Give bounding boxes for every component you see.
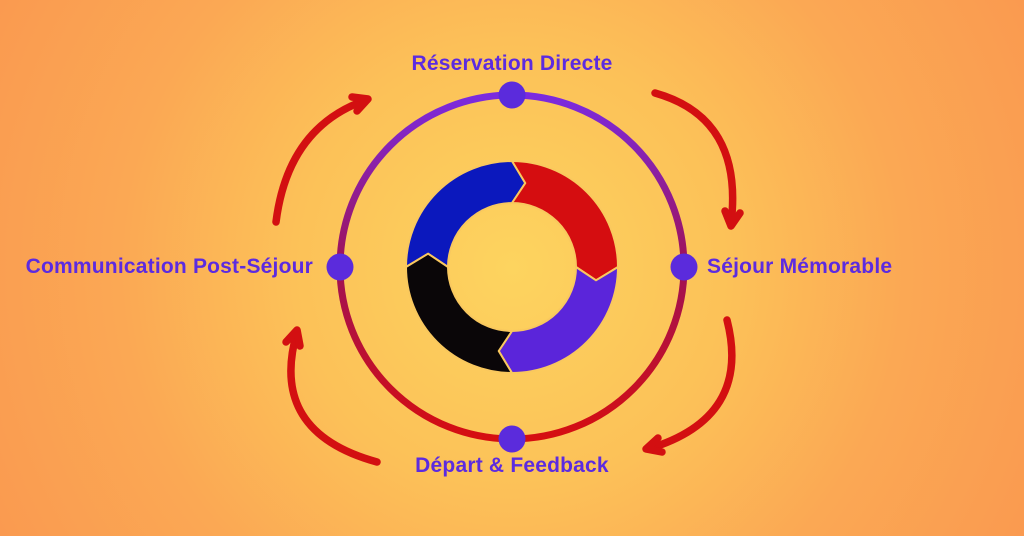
donut-segment-top-right-red — [511, 160, 619, 282]
node-dot-bottom — [498, 425, 526, 453]
flow-arrow-bottom-left — [282, 326, 381, 466]
stage-label-depart-feedback: Départ & Feedback — [415, 454, 609, 477]
flow-arrow-bottom-right — [642, 316, 736, 456]
stage-label-communication-post-sejour: Communication Post-Séjour — [25, 255, 313, 278]
stage-label-sejour-memorable: Séjour Mémorable — [707, 255, 893, 278]
donut-segment-bottom-left-black — [405, 252, 513, 374]
cycle-nodes — [326, 81, 698, 453]
cycle-ring — [336, 91, 688, 443]
donut-segment-bottom-right-purple — [497, 266, 619, 374]
outer-flow-arrows — [272, 89, 744, 466]
flow-arrow-top-right — [651, 89, 744, 230]
node-dot-top — [498, 81, 526, 109]
node-dot-left — [326, 253, 354, 281]
node-dot-right — [670, 253, 698, 281]
donut-segment-top-left-blue — [405, 160, 527, 268]
cycle-donut — [405, 160, 619, 374]
stage-label-reservation-directe: Réservation Directe — [411, 52, 613, 75]
flow-arrow-top-left — [272, 93, 372, 226]
